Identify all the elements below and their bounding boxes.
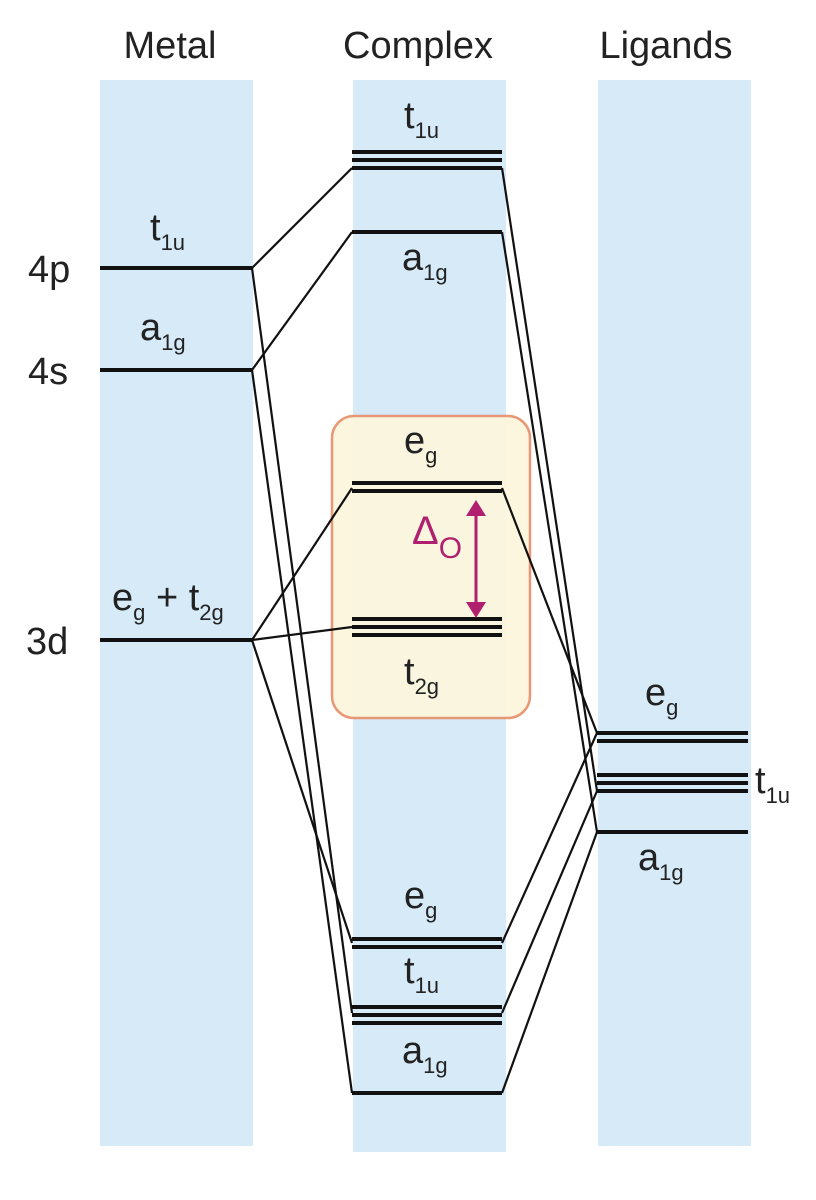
metal-4p-symmetry: t1u [150,207,185,255]
complex-t1u-upper-level [352,150,502,170]
metal-4s-symmetry: a1g [140,307,186,355]
metal-4p-name: 4p [28,249,70,291]
ligand-levels [597,731,748,834]
ligand-eg-label: eg [645,672,678,720]
ligand-a1g-label: a1g [638,837,684,885]
ligands-column [598,80,751,1146]
ligand-eg-level [597,731,748,743]
complex-a1g-lower-label: a1g [402,1030,448,1078]
ligands-header: Ligands [599,25,732,67]
metal-4s-name: 4s [28,351,68,393]
metal-3d-symmetry: eg + t2g [112,577,224,625]
complex-eg-lower-level [352,937,502,949]
metal-levels [100,266,252,642]
connector-lines [250,167,599,1094]
complex-header: Complex [343,25,493,67]
ligand-t1u-level [597,773,748,793]
complex-t1u-lower-label: t1u [404,950,439,998]
complex-eg-upper-label: eg [404,420,437,468]
metal-3d-name: 3d [26,621,68,663]
metal-column [100,80,253,1146]
complex-t1u-upper-label: t1u [404,95,439,143]
metal-header: Metal [124,25,217,67]
complex-eg-upper-level [352,481,502,493]
complex-a1g-upper-label: a1g [402,237,448,285]
ligand-t1u-label: t1u [755,760,790,808]
complex-t2g-label: t2g [404,651,439,699]
complex-eg-lower-label: eg [404,875,437,923]
complex-t1u-lower-level [352,1005,502,1025]
complex-t2g-level [352,617,502,637]
splitting-arrow [466,500,486,618]
splitting-label: ΔO [412,509,462,565]
complex-levels [352,150,502,1095]
